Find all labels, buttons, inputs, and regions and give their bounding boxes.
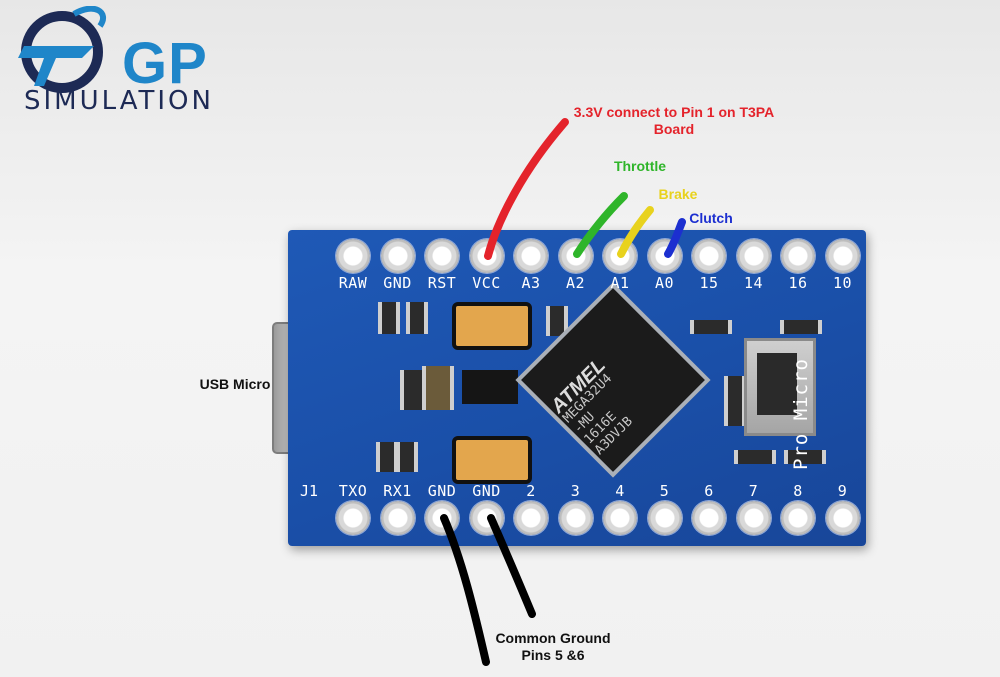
led-d3 — [376, 442, 398, 472]
bottom-pin-pad — [336, 501, 370, 535]
clutch-annotation: Clutch — [689, 210, 733, 226]
top-pin-label: 15 — [699, 274, 719, 292]
led-d1 — [734, 450, 776, 464]
bottom-pin-pad — [736, 501, 771, 535]
top-pin-pad — [736, 239, 771, 273]
bottom-pin-pad — [603, 501, 637, 535]
tantalum-capacitor-bottom — [452, 436, 532, 484]
top-pin-pad — [692, 239, 726, 273]
fuse — [422, 366, 454, 410]
top-pin-pad — [336, 239, 370, 273]
logo-subtitle-text: SIMULATION — [24, 86, 214, 116]
ground-annotation: Common Ground Pins 5 &6 — [488, 630, 618, 664]
top-pin-pad — [781, 239, 815, 273]
gp-simulation-logo: GP SIMULATION — [14, 6, 244, 116]
resistor-r21 — [406, 302, 428, 334]
logo-brand-text: GP — [122, 31, 208, 96]
bottom-pin-label: 2 — [526, 482, 536, 500]
bottom-pin-pad — [514, 501, 548, 535]
crystal-oscillator — [744, 338, 816, 436]
bottom-pin-pad — [781, 501, 815, 535]
board-name-label: Pro Micro — [790, 358, 812, 470]
bottom-pin-label: 5 — [659, 482, 670, 500]
top-pin-label: VCC — [472, 274, 501, 292]
capacitor-side-2 — [724, 396, 746, 426]
resistor-r3 — [780, 320, 822, 334]
j1-label: J1 — [300, 482, 319, 500]
top-pin-label: 10 — [832, 274, 853, 292]
ground-annotation-line1: Common Ground — [495, 630, 611, 646]
bottom-pin-label: 9 — [837, 482, 848, 500]
resistor-r4 — [396, 442, 418, 472]
capacitor-top — [690, 320, 732, 334]
bottom-pin-label: 7 — [748, 482, 759, 500]
resistor-r22 — [378, 302, 400, 334]
bottom-pin-pad — [558, 501, 593, 535]
top-pin-pad — [469, 239, 504, 273]
bottom-pin-pad — [647, 501, 682, 535]
top-pin-pad — [603, 239, 637, 273]
bottom-pin-pad — [825, 501, 860, 535]
top-pin-label: A0 — [654, 274, 675, 292]
bottom-pin-pad — [425, 501, 459, 535]
logo-emblem-icon — [18, 6, 106, 93]
bottom-pin-pad — [692, 501, 726, 535]
ground-annotation-line2: Pins 5 &6 — [521, 647, 585, 663]
resistor-r2 — [784, 450, 826, 464]
bottom-pin-label: GND — [472, 482, 501, 500]
bottom-pin-label: RX1 — [383, 482, 412, 500]
bottom-pin-label: TXO — [338, 482, 368, 500]
bottom-pin-label: 4 — [615, 482, 625, 500]
top-pin-pad — [380, 239, 415, 273]
bottom-pin-label: 3 — [570, 482, 581, 500]
top-pin-label: RAW — [338, 274, 368, 292]
top-pin-label: A2 — [565, 274, 586, 292]
regulator-chip — [462, 370, 518, 404]
crystal-window — [757, 353, 797, 415]
top-pin-pad — [825, 239, 860, 273]
usb-annotation: USB Micro — [199, 376, 271, 392]
vcc-annotation: 3.3V connect to Pin 1 on T3PA Board — [573, 104, 775, 137]
bottom-pin-label: 6 — [704, 482, 714, 500]
bottom-pin-label: 8 — [793, 482, 803, 500]
top-pin-label: GND — [383, 274, 412, 292]
top-pin-label: A3 — [521, 274, 541, 292]
tantalum-capacitor-top — [452, 302, 532, 350]
top-pin-pad — [514, 239, 548, 273]
bottom-pin-pad — [380, 501, 415, 535]
top-pin-pad — [425, 239, 459, 273]
top-pin-pad — [558, 239, 593, 273]
top-pin-label: RST — [427, 274, 457, 292]
bottom-pin-label: GND — [427, 482, 457, 500]
top-pin-pad — [647, 239, 682, 273]
throttle-annotation: Throttle — [613, 158, 667, 174]
resistor — [546, 306, 568, 336]
top-pin-label: 14 — [743, 274, 764, 292]
top-pin-label: 16 — [788, 274, 808, 292]
brake-annotation: Brake — [658, 186, 698, 202]
top-pin-label: A1 — [610, 274, 630, 292]
bottom-pin-pad — [469, 501, 504, 535]
